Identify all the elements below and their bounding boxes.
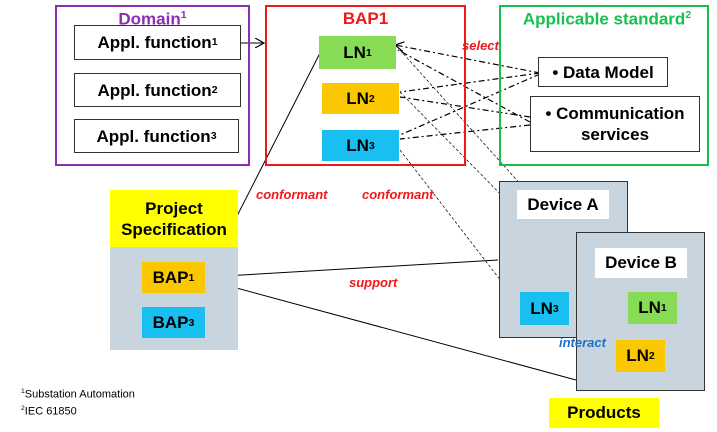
domain-frame xyxy=(55,5,250,166)
device-a-title: Device A xyxy=(517,190,609,219)
arrow-device-b-support xyxy=(207,280,577,381)
domain-title: Domain1 xyxy=(118,9,187,29)
bap-frame xyxy=(265,5,466,166)
device-b-title: Device B xyxy=(595,248,687,278)
conformant-label-1: conformant xyxy=(256,187,328,202)
footnote-1: 1Substation Automation xyxy=(21,388,135,401)
select-label: select xyxy=(462,38,499,53)
products-label: Products xyxy=(549,398,659,428)
standard-frame xyxy=(499,5,709,166)
footnote-2: 2IEC 61850 xyxy=(21,404,77,418)
footnotes: 1Substation Automation 2IEC 61850 xyxy=(21,385,135,418)
support-label: support xyxy=(349,275,398,290)
project-spec-title: Project Specification xyxy=(110,190,238,247)
standard-title: Applicable standard2 xyxy=(522,9,692,29)
arrow-device-a-support xyxy=(207,259,499,277)
bap-title: BAP1 xyxy=(342,9,389,28)
standard-communication-services[interactable]: • Communication services xyxy=(530,96,700,152)
conformant-label-2: conformant xyxy=(362,187,434,202)
standard-data-model[interactable]: • Data Model xyxy=(538,57,668,87)
interact-label: interact xyxy=(559,335,606,350)
